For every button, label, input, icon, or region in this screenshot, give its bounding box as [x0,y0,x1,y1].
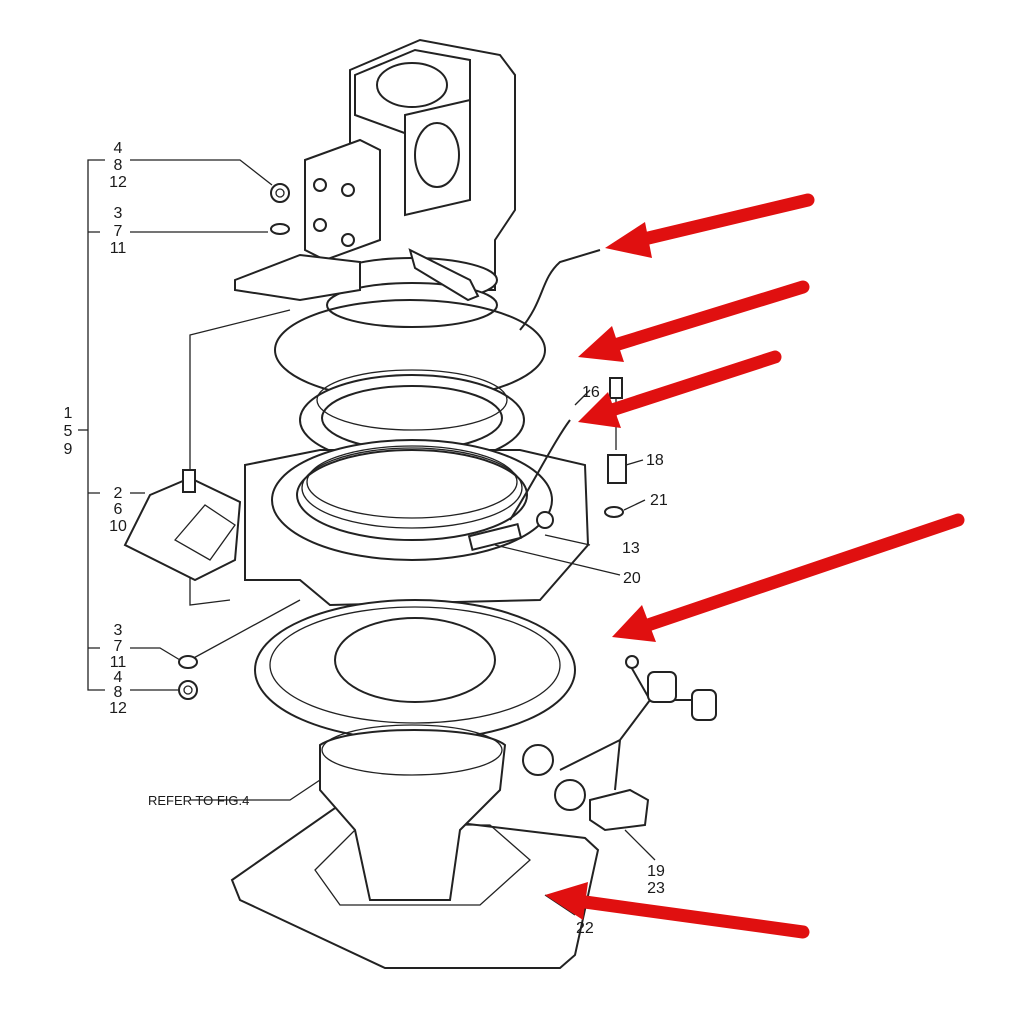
leader-lines [190,389,656,916]
label-washer-bottom-3: 11 [110,654,127,671]
label-13: 13 [622,540,640,557]
label-nut-top-1: 4 [114,140,123,157]
arrow-wire-lead [605,193,815,258]
label-nut-bottom-3: 12 [109,700,127,717]
label-mount-3: 10 [109,518,127,535]
arrow-gasket [612,513,965,642]
label-mount-1: 2 [114,485,123,502]
washer-top [270,223,290,235]
label-nut-bottom-1: 4 [114,669,123,686]
label-assembly-1: 1 [64,405,73,422]
label-nut-top-3: 12 [109,174,127,191]
label-washer-bottom-2: 7 [114,638,123,655]
label-washer-top-3: 11 [110,240,127,257]
red-arrows [545,193,965,939]
label-harness-2: 23 [647,880,665,897]
label-harness-1: 19 [647,863,665,880]
label-nut-top-2: 8 [114,157,123,174]
label-22: 22 [576,920,594,937]
label-21: 21 [650,492,668,509]
label-nut-bottom-2: 8 [114,684,123,701]
label-refer-fig4: REFER TO FIG.4 [148,793,249,808]
arrow-sensor-wire [578,350,782,428]
base-plate [230,724,600,969]
label-16: 16 [582,384,600,401]
part-labels: 4 8 12 3 7 11 1 5 9 2 6 10 3 7 11 4 8 12… [64,140,668,937]
nut-top [270,183,290,203]
arrow-o-ring [578,280,810,362]
washer-bottom [178,655,198,669]
label-18: 18 [646,452,664,469]
nut-bottom [178,680,198,700]
sensor [604,377,627,518]
label-mount-2: 6 [114,501,123,518]
label-assembly-2: 5 [64,423,73,440]
wire-lead [519,249,601,331]
mounting-bracket [234,253,361,302]
callout-bracket [78,159,301,691]
engine-mount [123,469,242,582]
label-washer-bottom-1: 3 [114,622,123,639]
label-20: 20 [623,570,641,587]
flange-housing [244,419,590,607]
wire-harness [522,655,717,832]
label-assembly-3: 9 [64,441,73,458]
label-washer-top-2: 7 [114,223,123,240]
valve-head [304,38,516,328]
label-washer-top-1: 3 [114,205,123,222]
gasket [254,599,576,741]
arrow-base-plate [545,882,810,939]
